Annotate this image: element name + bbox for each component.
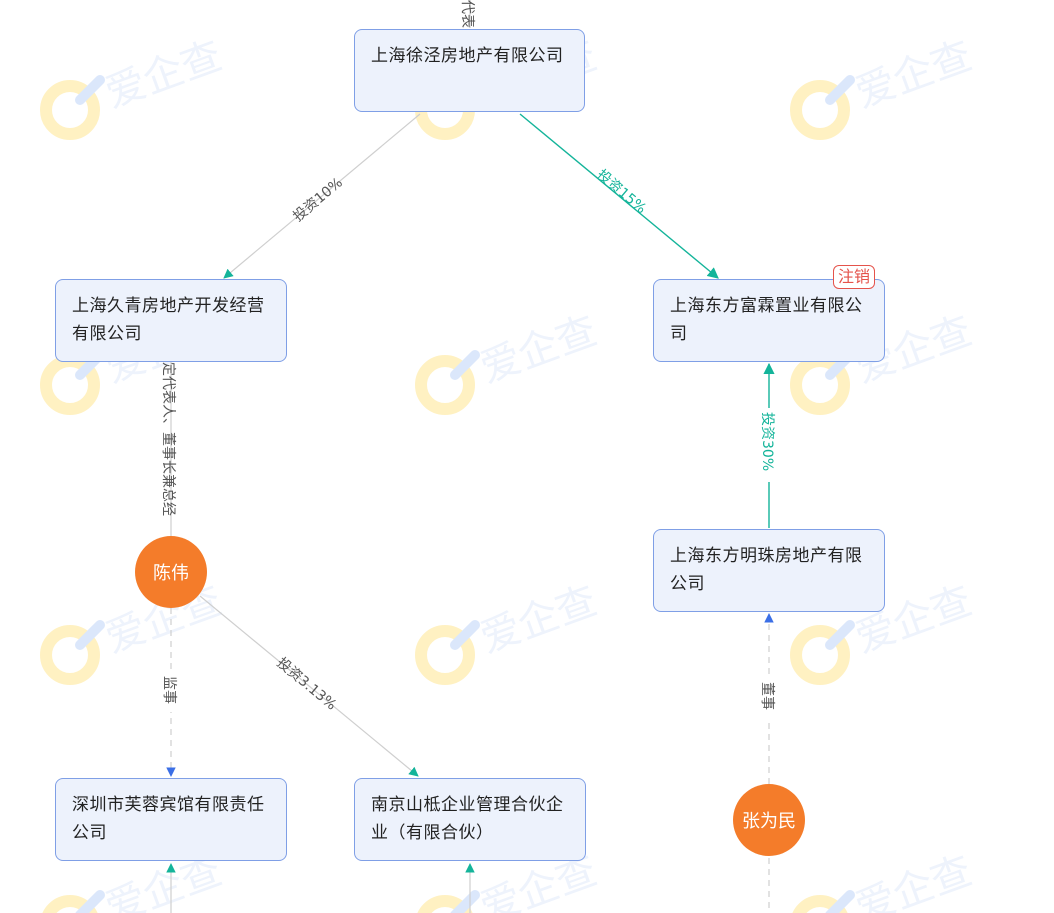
edge-xujing-jiuqing [223, 113, 421, 279]
person-node-zhangweimin[interactable]: 张为民 [733, 784, 805, 856]
edge-label-xujing-fulin: 投资15% [593, 167, 649, 217]
company-node-jiuqing[interactable]: 上海久青房地产开发经营有限公司 [55, 279, 287, 362]
company-name: 上海东方明珠房地产有限公司 [670, 546, 863, 594]
edge-label-top-partial: 代表 [459, 0, 475, 28]
status-badge-cancelled: 注销 [833, 265, 876, 289]
company-name: 上海东方富霖置业有限公司 [670, 296, 863, 344]
company-node-shandi[interactable]: 南京山柢企业管理合伙企业（有限合伙） [354, 778, 586, 861]
edge-chenwei-shandi [199, 595, 419, 777]
company-node-furong[interactable]: 深圳市芙蓉宾馆有限责任公司 [55, 778, 287, 861]
person-name: 陈伟 [153, 563, 189, 584]
company-name: 南京山柢企业管理合伙企业（有限合伙） [371, 795, 564, 843]
edge-label-xujing-jiuqing: 投资10% [290, 175, 346, 225]
edge-label-chenwei-shandi: 投资3.13% [273, 655, 339, 714]
company-name: 上海徐泾房地产有限公司 [371, 46, 564, 66]
company-node-xujing[interactable]: 上海徐泾房地产有限公司 [354, 29, 585, 112]
edge-xujing-fulin [519, 113, 719, 279]
person-node-chenwei[interactable]: 陈伟 [135, 536, 207, 608]
edge-label-chenwei-furong: 监事 [161, 676, 177, 704]
edge-label-chenwei-jiuqing: 定代表人、董事长兼总经 [160, 362, 176, 516]
company-node-mingzhu[interactable]: 上海东方明珠房地产有限公司 [653, 529, 885, 612]
edge-label-mingzhu-fulin: 投资30% [759, 412, 775, 471]
company-name: 深圳市芙蓉宾馆有限责任公司 [72, 795, 265, 843]
company-name: 上海久青房地产开发经营有限公司 [72, 296, 265, 344]
person-name: 张为民 [742, 811, 796, 832]
company-node-fulin[interactable]: 上海东方富霖置业有限公司 [653, 279, 885, 362]
edge-label-zhangweimin-mingzhu: 董事 [759, 682, 775, 710]
